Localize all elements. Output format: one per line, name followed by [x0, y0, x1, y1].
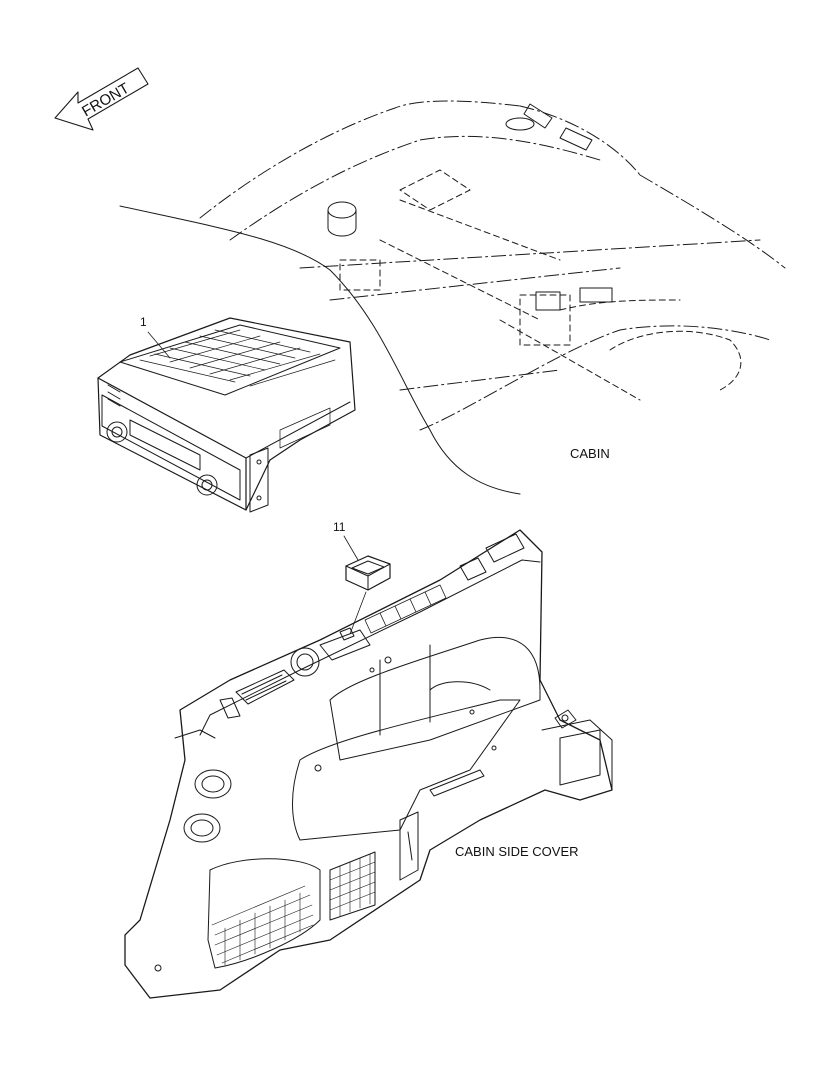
callout-11: 11 — [333, 520, 346, 534]
cabin-side-cover-label: CABIN SIDE COVER — [455, 844, 579, 859]
callout-leader-11 — [343, 535, 367, 635]
callout-1: 1 — [140, 315, 147, 329]
front-arrow: FRONT — [54, 67, 149, 131]
switch-panel-slots — [364, 584, 447, 634]
switch-part — [345, 555, 391, 591]
callout-leader-1 — [147, 331, 171, 359]
radio-vent-grid — [139, 329, 336, 387]
cabin-roof — [119, 100, 786, 495]
speaker-grille-left — [211, 885, 314, 966]
speaker-grille-right — [329, 853, 376, 917]
radio-unit — [97, 317, 356, 513]
front-arrow-label: FRONT — [79, 80, 132, 121]
cabin-side-cover — [124, 529, 613, 999]
cabin-label: CABIN — [570, 446, 610, 461]
